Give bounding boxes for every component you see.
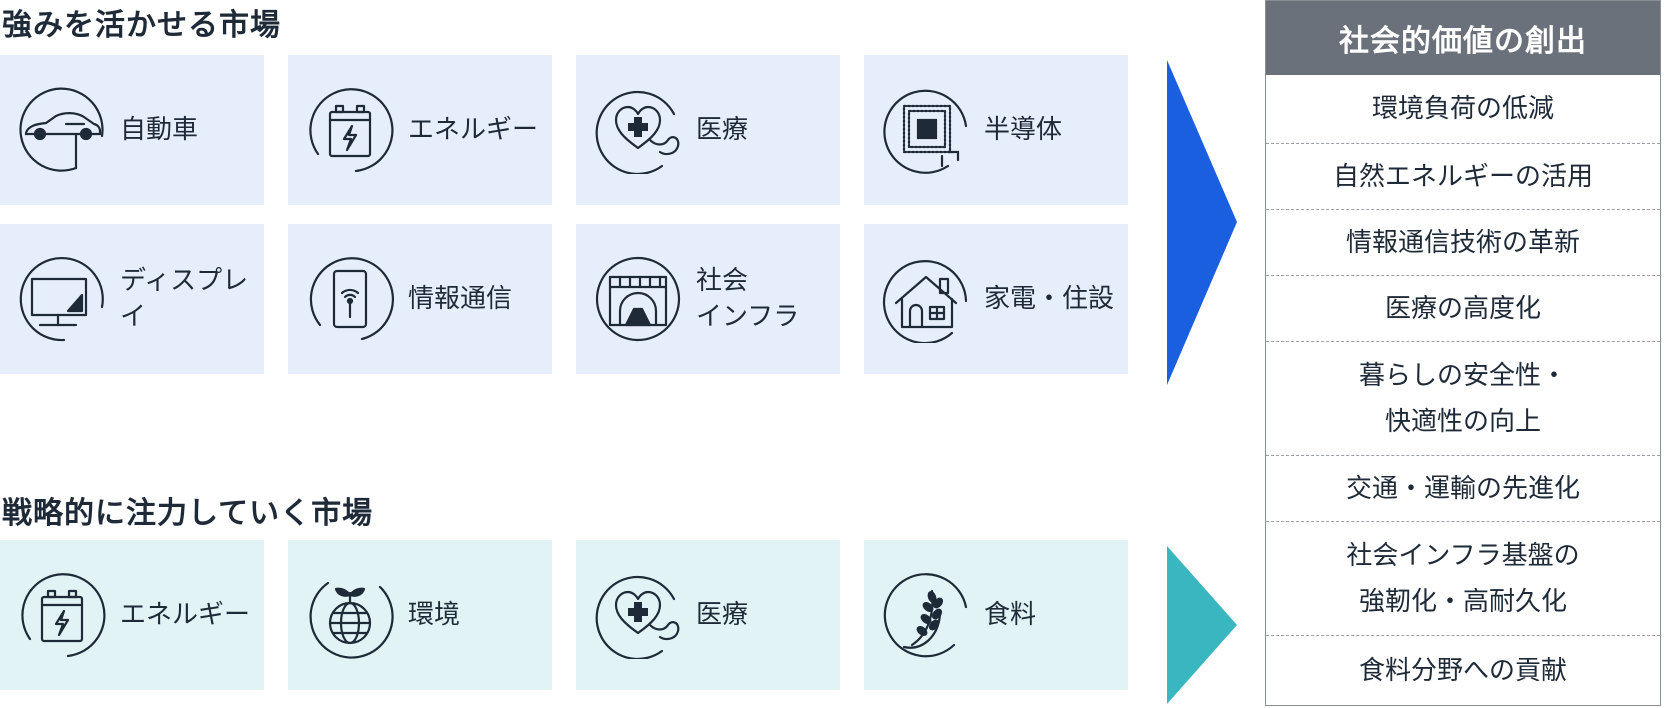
battery-icon — [18, 571, 106, 659]
tile-label: 半導体 — [984, 115, 1063, 145]
tile-telecom: 情報通信 — [288, 224, 552, 374]
value-item: 交通・運輸の先進化 — [1266, 455, 1660, 521]
tile-label: 情報通信 — [408, 284, 513, 314]
tile-infrastructure: 社会 インフラ — [576, 224, 840, 374]
social-value-panel: 社会的価値の創出 環境負荷の低減 自然エネルギーの活用 情報通信技術の革新 医療… — [1265, 0, 1661, 706]
value-item: 環境負荷の低減 — [1371, 94, 1554, 124]
wheat-icon — [882, 571, 970, 659]
social-value-panel-title: 社会的価値の創出 — [1266, 1, 1660, 75]
tile-label: ディスプレイ — [120, 266, 249, 332]
tile-label: 自動車 — [120, 115, 199, 145]
tile-home-appliances: 家電・住設 — [864, 224, 1128, 374]
medical-heart-icon — [594, 571, 682, 659]
tile-label: 社会 インフラ — [696, 266, 800, 332]
tile-display: ディスプレイ — [0, 224, 264, 374]
medical-heart-icon — [594, 86, 682, 174]
tunnel-icon — [594, 255, 682, 343]
value-item: 情報通信技術の革新 — [1266, 209, 1660, 275]
tile-semiconductor: 半導体 — [864, 55, 1128, 205]
tile-label: 医療 — [696, 600, 749, 630]
tile-label: 医療 — [696, 115, 749, 145]
tile-label: 環境 — [408, 600, 461, 630]
tile-food: 食料 — [864, 540, 1128, 690]
value-item: 食料分野への貢献 — [1266, 635, 1660, 705]
strength-markets-heading: 強みを活かせる市場 — [2, 8, 281, 43]
tile-label: エネルギー — [120, 600, 251, 630]
smartphone-wifi-icon — [306, 255, 394, 343]
tile-label: 家電・住設 — [984, 284, 1115, 314]
chip-icon — [882, 86, 970, 174]
tile-energy: エネルギー — [288, 55, 552, 205]
tile-label: エネルギー — [408, 115, 539, 145]
tile-medical-strategic: 医療 — [576, 540, 840, 690]
tile-medical: 医療 — [576, 55, 840, 205]
value-item: 医療の高度化 — [1266, 275, 1660, 341]
tile-automotive: 自動車 — [0, 55, 264, 205]
strategic-markets-heading: 戦略的に注力していく市場 — [2, 496, 374, 531]
globe-sprout-icon — [306, 571, 394, 659]
value-item: 社会インフラ基盤の 強靭化・高耐久化 — [1266, 521, 1660, 635]
tile-label: 食料 — [984, 600, 1037, 630]
strategic-arrow — [1167, 546, 1237, 704]
strength-arrow — [1167, 60, 1237, 385]
car-icon — [18, 86, 106, 174]
battery-icon — [306, 86, 394, 174]
value-item: 自然エネルギーの活用 — [1266, 143, 1660, 209]
house-icon — [882, 255, 970, 343]
tile-environment: 環境 — [288, 540, 552, 690]
display-icon — [18, 255, 106, 343]
tile-energy-strategic: エネルギー — [0, 540, 264, 690]
value-item: 暮らしの安全性・ 快適性の向上 — [1266, 341, 1660, 455]
